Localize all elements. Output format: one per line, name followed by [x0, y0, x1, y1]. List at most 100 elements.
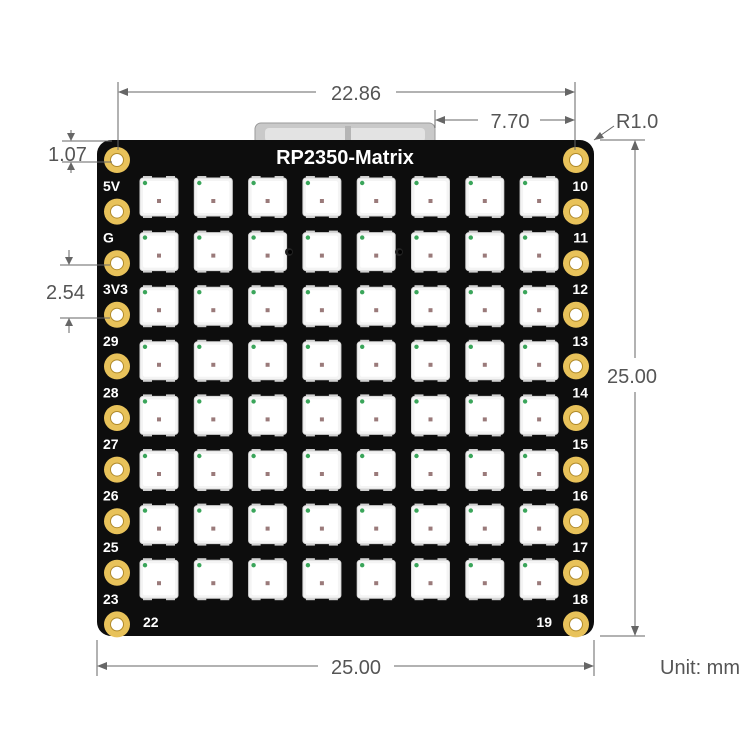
- led-r8-c1: [139, 558, 179, 601]
- left-pin-label: 26: [103, 488, 119, 504]
- left-pin-label: 28: [103, 384, 119, 400]
- led-r6-c4: [302, 449, 342, 491]
- right-pin-label: 10: [572, 178, 588, 194]
- right-pad-5: [563, 353, 589, 380]
- led-r2-c6: [411, 230, 450, 273]
- dim-usb-offset: 7.70: [434, 110, 575, 133]
- led-r5-c6: [411, 394, 450, 437]
- dim-pitch-label: 2.54: [46, 282, 85, 304]
- right-pin-label: 17: [572, 539, 588, 555]
- right-pad-3: [563, 250, 589, 277]
- dim-pitch: 2.54: [46, 250, 110, 333]
- left-pin-label: G: [103, 230, 114, 246]
- left-pad-5: [104, 353, 130, 380]
- led-r3-c1: [139, 285, 179, 328]
- led-matrix: [139, 176, 559, 601]
- led-r8-c6: [411, 558, 450, 601]
- dim-bottom-width: 25.00: [96, 640, 595, 679]
- unit-label: Unit: mm: [660, 657, 740, 679]
- dim-corner-radius-label: R1.0: [616, 111, 658, 133]
- left-pad-4: [104, 301, 130, 328]
- led-r3-c4: [302, 285, 342, 328]
- right-pad-7: [563, 456, 589, 483]
- led-r8-c4: [302, 558, 342, 601]
- right-pin-label: 14: [572, 384, 588, 400]
- bottom-left-pin-label: 22: [143, 614, 159, 630]
- led-r1-c8: [519, 176, 559, 218]
- led-r4-c1: [139, 339, 179, 382]
- dim-usb-offset-label: 7.70: [491, 111, 530, 133]
- led-r2-c5: [356, 230, 396, 273]
- left-pad-2: [104, 198, 130, 225]
- led-r2-c3: [248, 230, 288, 273]
- right-pin-label: 13: [572, 333, 588, 349]
- led-r8-c8: [519, 558, 559, 601]
- led-r1-c3: [248, 176, 288, 218]
- led-r1-c5: [356, 176, 396, 218]
- dim-top-width-label: 22.86: [331, 83, 381, 105]
- led-r5-c1: [139, 394, 179, 437]
- left-pad-10: [104, 611, 130, 638]
- right-pin-label: 16: [572, 488, 588, 504]
- left-pin-label: 29: [103, 333, 119, 349]
- led-r4-c7: [465, 339, 505, 382]
- led-r6-c6: [411, 449, 450, 491]
- right-pad-9: [563, 559, 589, 586]
- led-r7-c2: [193, 503, 233, 546]
- left-pad-6: [104, 405, 130, 431]
- led-r7-c7: [465, 503, 505, 546]
- led-r7-c3: [248, 503, 288, 546]
- vias: [285, 248, 403, 256]
- led-r2-c2: [193, 230, 233, 273]
- dim-top-width: 22.86: [117, 82, 576, 150]
- led-r3-c5: [356, 285, 396, 328]
- led-r4-c8: [519, 339, 559, 382]
- led-r1-c6: [411, 176, 450, 218]
- dim-pad-offset: 1.07: [48, 130, 112, 173]
- led-r6-c5: [356, 449, 396, 491]
- bottom-right-pin-label: 19: [536, 614, 552, 630]
- led-r2-c7: [465, 230, 505, 273]
- led-r3-c7: [465, 285, 505, 328]
- led-r8-c3: [248, 558, 288, 601]
- led-r4-c4: [302, 339, 342, 382]
- led-r5-c4: [302, 394, 342, 437]
- led-r7-c4: [302, 503, 342, 546]
- led-r7-c5: [356, 503, 396, 546]
- left-pin-label: 25: [103, 539, 119, 555]
- led-r4-c6: [411, 339, 450, 382]
- left-pad-7: [104, 456, 130, 483]
- right-pad-6: [563, 405, 589, 431]
- led-r3-c2: [193, 285, 233, 328]
- dim-height: 25.00: [600, 139, 657, 637]
- led-r4-c5: [356, 339, 396, 382]
- led-r5-c7: [465, 394, 505, 437]
- led-r1-c4: [302, 176, 342, 218]
- left-pad-9: [104, 559, 130, 586]
- led-r2-c4: [302, 230, 342, 273]
- led-r1-c2: [193, 176, 233, 218]
- left-pad-3: [104, 250, 130, 277]
- led-r4-c3: [248, 339, 288, 382]
- led-r7-c1: [139, 503, 179, 546]
- dim-pad-offset-label: 1.07: [48, 144, 87, 166]
- led-r3-c6: [411, 285, 450, 328]
- right-pad-4: [563, 301, 589, 328]
- dim-corner-radius: R1.0: [593, 111, 658, 141]
- right-pad-8: [563, 508, 589, 535]
- dim-height-label: 25.00: [607, 366, 657, 388]
- right-pad-1: [563, 147, 589, 173]
- led-r1-c7: [465, 176, 505, 218]
- left-pin-label: 23: [103, 591, 119, 607]
- led-r7-c6: [411, 503, 450, 546]
- right-pin-label: 15: [572, 436, 588, 452]
- left-pin-label: 27: [103, 436, 119, 452]
- led-r1-c1: [139, 176, 179, 218]
- right-pin-label: 18: [572, 591, 588, 607]
- led-r3-c8: [519, 285, 559, 328]
- led-r6-c3: [248, 449, 288, 491]
- led-r5-c5: [356, 394, 396, 437]
